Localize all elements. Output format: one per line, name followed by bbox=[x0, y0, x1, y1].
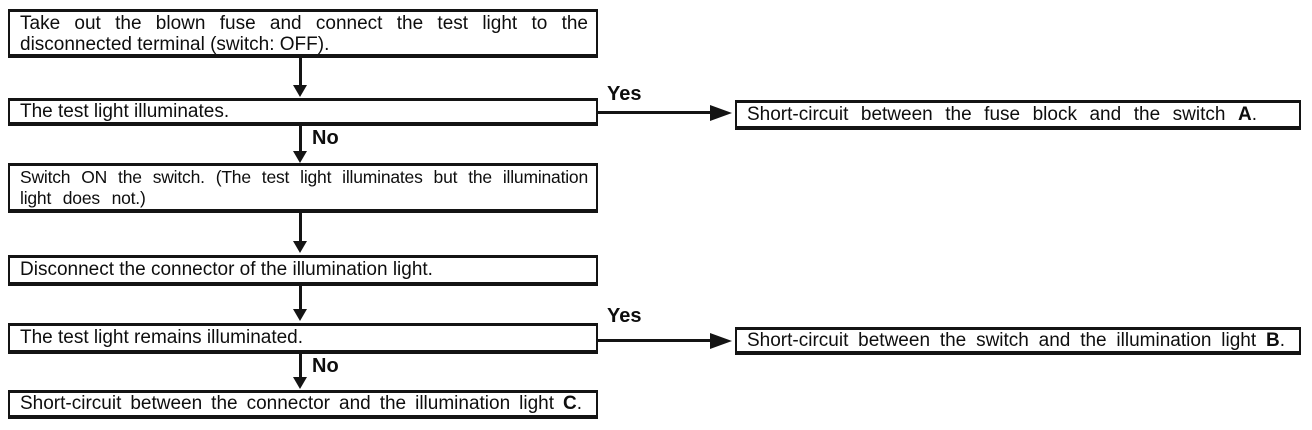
arrow-step1-to-step2 bbox=[299, 57, 302, 87]
flow-step-5-text: The test light remains illuminated. bbox=[20, 327, 304, 348]
flow-step-4-box: Disconnect the connector of the illumina… bbox=[8, 255, 598, 286]
arrow-step5-no-to-result-c bbox=[299, 354, 302, 379]
result-c-code: C bbox=[563, 393, 577, 414]
branch-no-label-1: No bbox=[312, 127, 339, 149]
flow-step-4-text: Disconnect the connector of the illumina… bbox=[20, 259, 433, 280]
arrowhead-down-icon bbox=[293, 241, 307, 253]
arrow-step4-to-step5 bbox=[299, 286, 302, 311]
arrowhead-down-icon bbox=[293, 151, 307, 163]
flow-step-2-box: The test light illuminates. bbox=[8, 98, 598, 126]
flow-step-3-line-2: light does not.) bbox=[20, 188, 146, 208]
arrow-step3-to-step4 bbox=[299, 213, 302, 243]
flow-step-3-line-1: Switch ON the switch. (The test light il… bbox=[20, 167, 588, 187]
arrowhead-down-icon bbox=[293, 309, 307, 321]
flow-step-3-box: Switch ON the switch. (The test light il… bbox=[8, 163, 598, 213]
result-a-code: A bbox=[1237, 104, 1252, 125]
arrowhead-right-icon bbox=[710, 105, 732, 121]
result-b-box: Short-circuit between the switch and the… bbox=[735, 327, 1301, 355]
arrowhead-down-icon bbox=[293, 377, 307, 389]
arrowhead-right-icon bbox=[710, 333, 732, 349]
flow-step-1-box: Take out the blown fuse and connect the … bbox=[8, 9, 598, 58]
arrowhead-down-icon bbox=[293, 85, 307, 97]
flow-step-2-text: The test light illuminates. bbox=[20, 101, 230, 122]
result-a-period: . bbox=[1251, 104, 1257, 125]
arrow-step5-yes-to-result-b bbox=[598, 339, 712, 342]
result-a-box: Short-circuit between the fuse block and… bbox=[735, 100, 1301, 130]
flow-step-1-line-2: disconnected terminal (switch: OFF). bbox=[20, 34, 330, 55]
result-b-code: B bbox=[1266, 330, 1280, 351]
result-c-box: Short-circuit between the connector and … bbox=[8, 390, 598, 419]
result-a-text: Short-circuit between the fuse block and… bbox=[747, 104, 1226, 125]
flow-step-1-line-1: Take out the blown fuse and connect the … bbox=[20, 13, 588, 34]
branch-yes-label-1: Yes bbox=[607, 83, 642, 105]
result-b-text: Short-circuit between the switch and the… bbox=[747, 330, 1257, 351]
branch-yes-label-2: Yes bbox=[607, 305, 642, 327]
flow-step-5-box: The test light remains illuminated. bbox=[8, 323, 598, 354]
branch-no-label-2: No bbox=[312, 355, 339, 377]
result-b-period: . bbox=[1279, 330, 1286, 351]
arrow-step2-no-to-step3 bbox=[299, 126, 302, 153]
arrow-step2-yes-to-result-a bbox=[598, 111, 712, 114]
result-c-text: Short-circuit between the connector and … bbox=[20, 393, 554, 414]
result-c-period: . bbox=[576, 393, 583, 414]
